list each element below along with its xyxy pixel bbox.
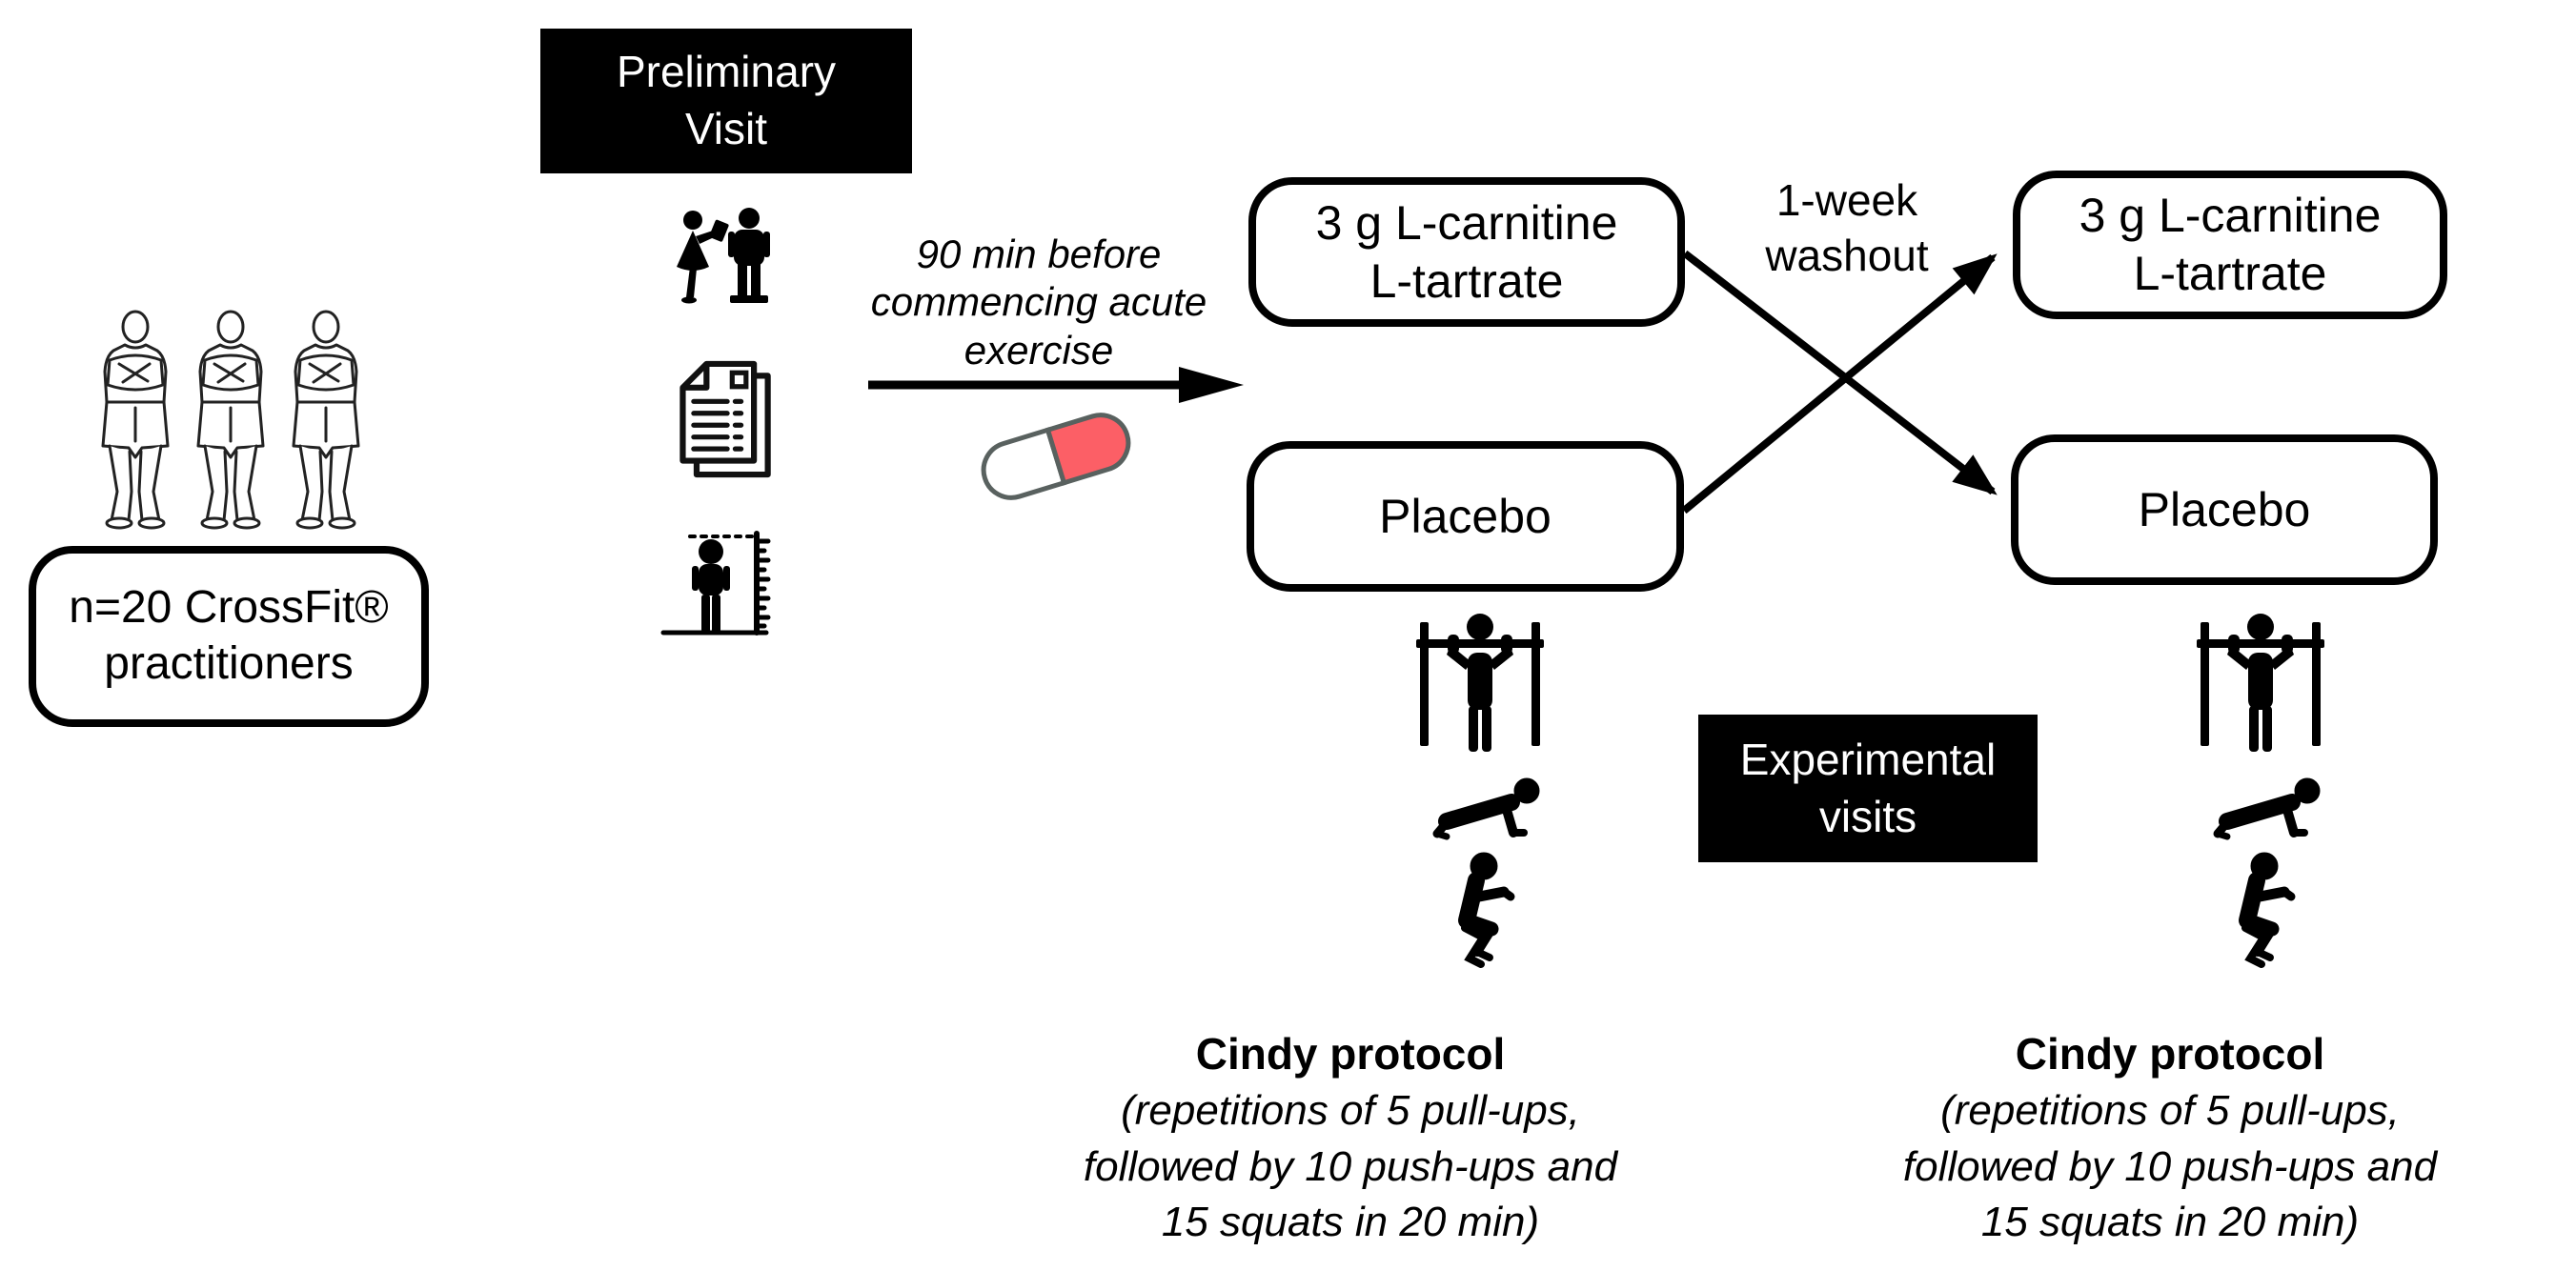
cindy-protocol-line1: (repetitions of 5 pull-ups, (1940, 1087, 2400, 1135)
carnitine-box-period1: 3 g L-carnitine L-tartrate (1248, 177, 1685, 327)
crossover-arrows (1673, 236, 2020, 517)
person-arms-crossed-icon (101, 310, 170, 530)
cindy-protocol-left: Cindy protocol (repetitions of 5 pull-up… (1084, 1025, 1617, 1251)
pull-up-icon (2189, 603, 2332, 756)
flow-arrow (862, 360, 1248, 410)
timing-note: 90 min before commencing acute exercise (871, 231, 1207, 374)
height-measurement-icon (658, 524, 785, 642)
preliminary-visit-line1: Preliminary (616, 47, 837, 97)
push-up-icon (1422, 766, 1548, 848)
participants-label-line1: n=20 CrossFit® (69, 582, 389, 634)
carnitine-label-line2: L-tartrate (1369, 253, 1564, 308)
carnitine-box-period2: 3 g L-carnitine L-tartrate (2013, 171, 2447, 319)
timing-note-line2: commencing acute (870, 279, 1207, 325)
carnitine-label-line1: 3 g L-carnitine (1315, 195, 1618, 250)
cindy-protocol-line3: 15 squats in 20 min) (1980, 1199, 2360, 1246)
pull-up-icon (1409, 603, 1552, 756)
cindy-protocol-title: Cindy protocol (2015, 1029, 2325, 1079)
push-up-icon (2202, 766, 2328, 848)
person-arms-crossed-icon (196, 310, 265, 530)
questionnaire-documents-icon (671, 354, 778, 484)
supplement-capsule-icon (968, 402, 1144, 510)
timing-note-line3: exercise (963, 327, 1114, 373)
cindy-protocol-title: Cindy protocol (1195, 1029, 1506, 1079)
participants-label-line2: practitioners (104, 638, 354, 689)
experimental-visits-line2: visits (1818, 791, 1917, 841)
interview-assessment-icon (667, 206, 780, 322)
cindy-protocol-line2: followed by 10 push-ups and (1902, 1142, 2438, 1190)
placebo-label: Placebo (2138, 482, 2311, 536)
washout-label: 1-week washout (1765, 173, 1928, 283)
washout-line2: washout (1765, 230, 1929, 280)
cindy-protocol-line1: (repetitions of 5 pull-ups, (1121, 1087, 1580, 1135)
cindy-protocol-line2: followed by 10 push-ups and (1083, 1142, 1618, 1190)
preliminary-visit-line2: Visit (684, 104, 768, 153)
timing-note-line1: 90 min before (916, 232, 1162, 276)
participants-box: n=20 CrossFit® practitioners (29, 546, 429, 727)
placebo-box-period1: Placebo (1247, 441, 1684, 592)
participants-icons (91, 303, 369, 532)
squat-icon (2214, 850, 2307, 974)
washout-line1: 1-week (1775, 175, 1918, 225)
placebo-label: Placebo (1379, 489, 1552, 543)
preliminary-visit-label: Preliminary Visit (540, 29, 912, 173)
carnitine-label-line1: 3 g L-carnitine (2079, 189, 2382, 242)
placebo-box-period2: Placebo (2011, 434, 2438, 585)
experimental-visits-label: Experimental visits (1698, 715, 2038, 862)
cindy-protocol-line3: 15 squats in 20 min) (1161, 1199, 1540, 1246)
experimental-visits-line1: Experimental (1739, 734, 1997, 784)
carnitine-label-line2: L-tartrate (2133, 247, 2327, 300)
squat-icon (1433, 850, 1527, 974)
cindy-protocol-right: Cindy protocol (repetitions of 5 pull-up… (1903, 1025, 2437, 1251)
person-arms-crossed-icon (292, 310, 360, 530)
